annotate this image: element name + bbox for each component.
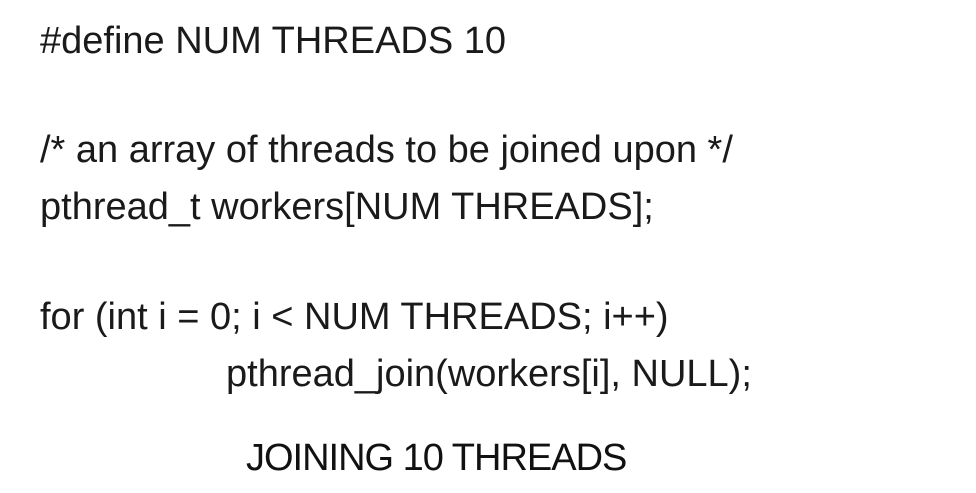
comment-line: /* an array of threads to be joined upon… [40,129,733,171]
for-loop-line: for (int i = 0; i < NUM THREADS; i++) [40,296,669,338]
join-call-line: pthread_join(workers[i], NULL); [226,353,752,395]
define-line: #define NUM THREADS 10 [40,20,507,62]
slide-caption: JOINING 10 THREADS [246,437,627,479]
declaration-line: pthread_t workers[NUM THREADS]; [40,186,654,228]
